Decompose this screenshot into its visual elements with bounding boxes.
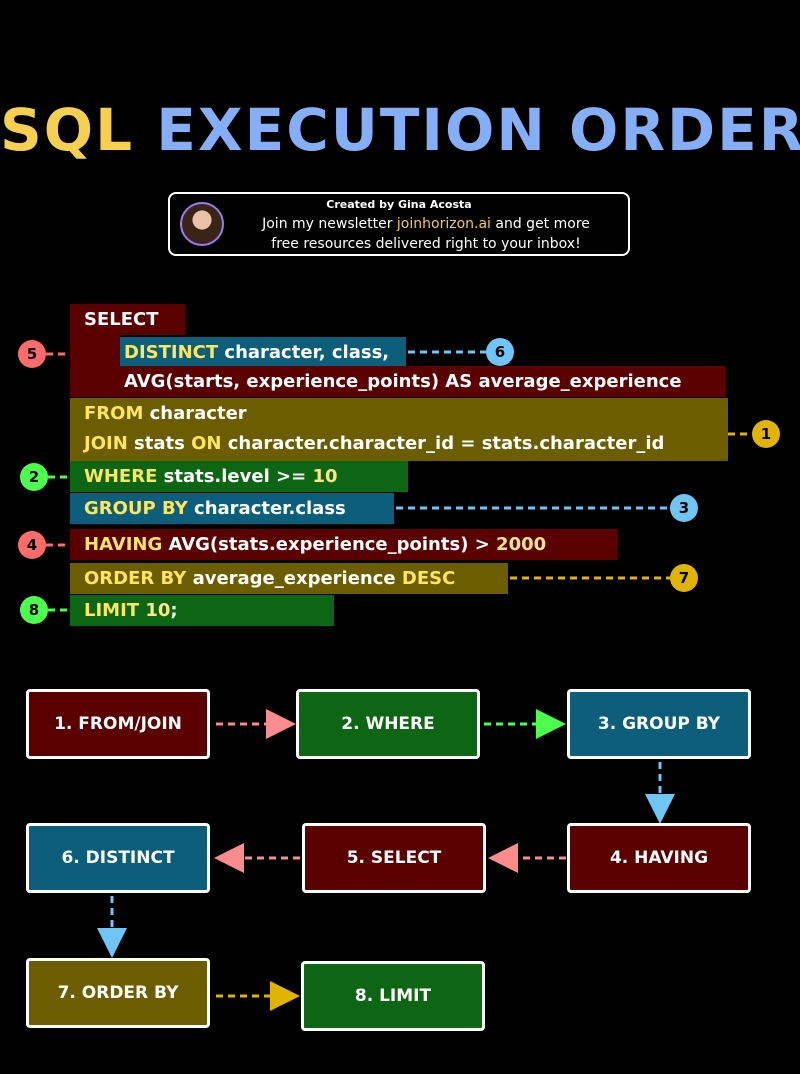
code-line-where: WHERE stats.level >= 10: [70, 461, 408, 492]
step-badge-7: 7: [670, 564, 698, 592]
order-by-keyword: ORDER BY: [84, 568, 187, 589]
limit-semicolon: ;: [170, 600, 178, 621]
title-execution-order: EXECUTION ORDER: [156, 96, 800, 164]
distinct-columns: character, class,: [218, 342, 390, 363]
step-badge-8: 8: [20, 596, 48, 624]
banner-line-1-suffix: and get more: [490, 216, 590, 232]
from-table: character: [143, 403, 247, 424]
flow-step-distinct: 6. DISTINCT: [26, 823, 210, 893]
avg-expression: AVG(starts, experience_points) AS averag…: [124, 371, 682, 392]
code-line-group-by: GROUP BY character.class: [70, 493, 394, 524]
flow-step-limit: 8. LIMIT: [301, 961, 485, 1031]
avatar: [180, 202, 224, 246]
banner-line-1: Join my newsletter joinhorizon.ai and ge…: [236, 216, 616, 232]
flow-step-group-by: 3. GROUP BY: [567, 689, 751, 759]
on-keyword: ON: [191, 433, 222, 454]
group-by-keyword: GROUP BY: [84, 498, 188, 519]
banner-credit: Created by Gina Acosta: [326, 198, 472, 211]
limit-number: 10: [139, 600, 171, 621]
flow-step-from-join: 1. FROM/JOIN: [26, 689, 210, 759]
step-badge-2: 2: [20, 463, 48, 491]
having-number: 2000: [496, 534, 547, 555]
code-line-avg: AVG(starts, experience_points) AS averag…: [70, 366, 726, 397]
code-line-having: HAVING AVG(stats.experience_points) > 20…: [70, 529, 618, 560]
step-badge-1: 1: [752, 420, 780, 448]
step-badge-4: 4: [18, 531, 46, 559]
page-title: SQL EXECUTION ORDER: [0, 96, 800, 164]
step-badge-3: 3: [670, 494, 698, 522]
code-block-from-join: FROM character JOIN stats ON character.c…: [70, 398, 728, 461]
select-keyword: SELECT: [84, 309, 159, 330]
flow-step-having: 4. HAVING: [567, 823, 751, 893]
step-badge-6: 6: [486, 338, 514, 366]
join-condition: character.character_id = stats.character…: [221, 433, 665, 454]
step-badge-5: 5: [18, 340, 46, 368]
banner-line-2: free resources delivered right to your i…: [271, 236, 581, 252]
join-table: stats: [127, 433, 192, 454]
code-indent-fill: [70, 335, 120, 366]
having-keyword: HAVING: [84, 534, 163, 555]
join-keyword: JOIN: [84, 433, 128, 454]
having-condition: AVG(stats.experience_points) >: [162, 534, 497, 555]
desc-keyword: DESC: [401, 568, 456, 589]
code-line-from: FROM character: [84, 399, 728, 429]
code-line-limit: LIMIT 10;: [70, 595, 334, 626]
where-condition: stats.level >=: [157, 466, 313, 487]
from-keyword: FROM: [84, 403, 144, 424]
order-by-column: average_experience: [186, 568, 402, 589]
limit-keyword: LIMIT: [84, 600, 140, 621]
code-line-select: SELECT: [70, 304, 185, 335]
code-line-distinct: DISTINCT character, class,: [120, 337, 406, 367]
banner-line-1-prefix: Join my newsletter: [262, 216, 397, 232]
where-keyword: WHERE: [84, 466, 158, 487]
flow-step-where: 2. WHERE: [296, 689, 480, 759]
where-number: 10: [312, 466, 338, 487]
code-line-order-by: ORDER BY average_experience DESC: [70, 563, 508, 594]
code-line-join: JOIN stats ON character.character_id = s…: [84, 429, 728, 459]
flow-step-select: 5. SELECT: [302, 823, 486, 893]
newsletter-link[interactable]: joinhorizon.ai: [396, 216, 491, 232]
distinct-keyword: DISTINCT: [124, 342, 219, 363]
flow-step-order-by: 7. ORDER BY: [26, 958, 210, 1028]
group-by-column: character.class: [187, 498, 346, 519]
newsletter-banner[interactable]: Created by Gina Acosta Join my newslette…: [168, 192, 630, 256]
title-sql: SQL: [0, 96, 135, 164]
